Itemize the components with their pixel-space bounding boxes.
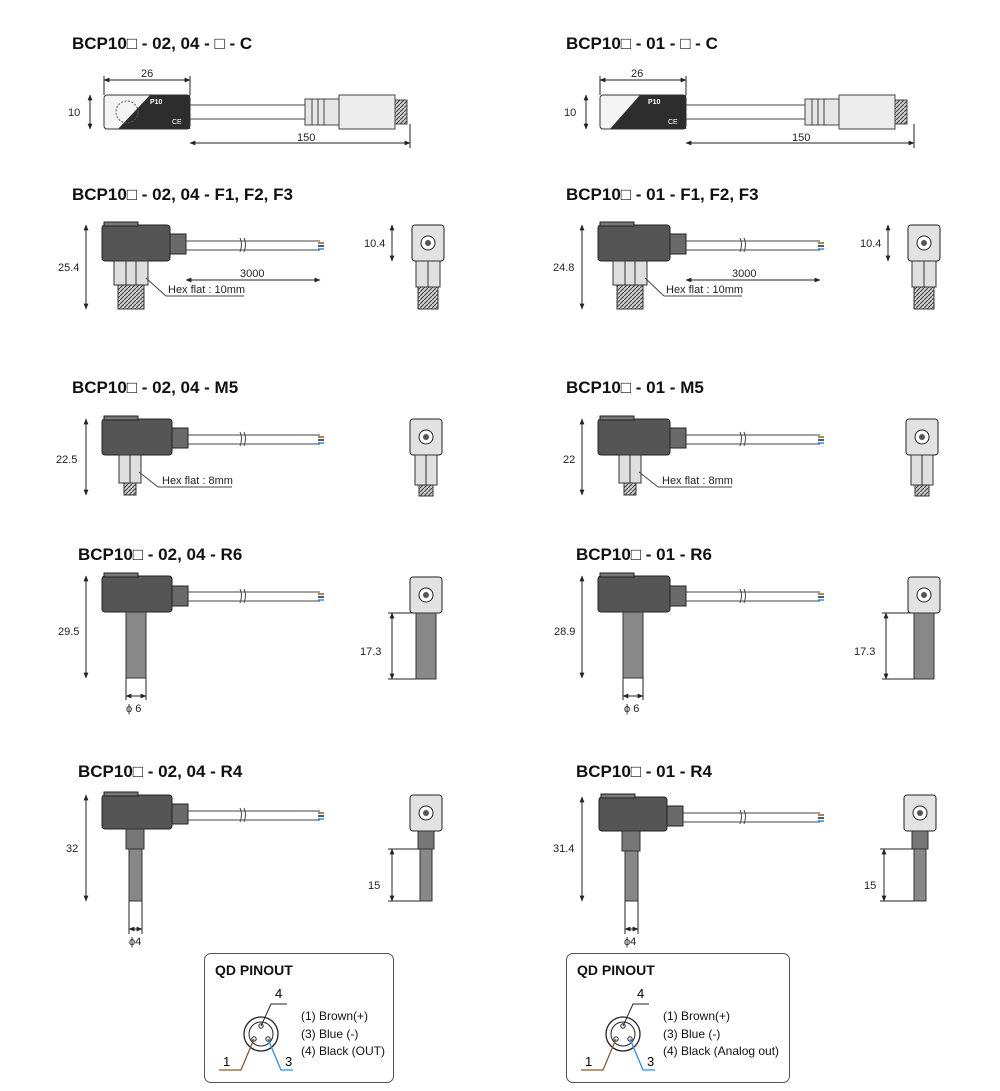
svg-text:4: 4: [637, 986, 644, 1001]
pinout-title: QD PINOUT: [215, 962, 293, 978]
svg-text:15: 15: [864, 880, 876, 892]
svg-text:3000: 3000: [240, 268, 264, 280]
drawing-right-f: 24.8 3000 Hex flat : 10mm 10.4: [553, 221, 941, 310]
pinout-box-right: QD PINOUT 4 1 3 (1) Brown(+) (3) Blue (-…: [566, 953, 790, 1083]
svg-text:10: 10: [68, 107, 80, 119]
connector-face-icon: 4 1 3: [581, 986, 655, 1071]
svg-text:22.5: 22.5: [56, 454, 77, 466]
drawing-left-c: P10 CE 26 10 150: [68, 68, 411, 148]
connector-face-icon: 4 1 3: [219, 986, 293, 1071]
svg-text:1: 1: [223, 1054, 230, 1069]
svg-text:ϕ4: ϕ4: [129, 936, 141, 948]
title-right-r4: BCP10□ - 01 - R4: [576, 762, 712, 781]
svg-text:P10: P10: [648, 99, 661, 106]
svg-text:3: 3: [285, 1054, 292, 1069]
svg-text:17.3: 17.3: [854, 646, 875, 658]
drawing-right-m5: 22 Hex flat : 8mm: [563, 415, 939, 497]
sensor-model-label: P10: [150, 99, 163, 106]
title-right-c: BCP10□ - 01 - □ - C: [566, 34, 718, 53]
svg-text:150: 150: [792, 132, 810, 144]
title-right-m5: BCP10□ - 01 - M5: [566, 378, 704, 397]
svg-text:ϕ 6: ϕ 6: [126, 703, 141, 715]
drawing-left-r4: 32 ϕ4 15: [66, 791, 443, 948]
svg-text:ϕ4: ϕ4: [624, 936, 636, 948]
drawing-left-m5: 22.5 Hex flat : 8mm: [56, 415, 443, 497]
svg-text:ϕ 6: ϕ 6: [624, 703, 639, 715]
svg-text:26: 26: [141, 68, 153, 80]
pinout-legend: (1) Brown(+) (3) Blue (-) (4) Black (Ana…: [663, 1009, 780, 1058]
title-right-f: BCP10□ - 01 - F1, F2, F3: [566, 185, 759, 204]
title-left-r4: BCP10□ - 02, 04 - R4: [78, 762, 243, 781]
drawing-left-r6: 29.5 ϕ 6 17.3: [58, 572, 443, 715]
pinout-legend: (1) Brown(+) (3) Blue (-) (4) Black (OUT…: [301, 1009, 385, 1058]
svg-text:Hex flat : 10mm: Hex flat : 10mm: [168, 284, 245, 296]
title-left-r6: BCP10□ - 02, 04 - R6: [78, 545, 243, 564]
title-left-m5: BCP10□ - 02, 04 - M5: [72, 378, 239, 397]
svg-text:22: 22: [563, 454, 575, 466]
svg-text:CE: CE: [668, 119, 678, 126]
svg-text:26: 26: [631, 68, 643, 80]
svg-text:150: 150: [297, 132, 315, 144]
svg-text:Hex flat : 10mm: Hex flat : 10mm: [666, 284, 743, 296]
svg-text:1: 1: [585, 1054, 592, 1069]
svg-text:4: 4: [275, 986, 282, 1001]
svg-text:10.4: 10.4: [860, 238, 881, 250]
svg-text:3000: 3000: [732, 268, 756, 280]
drawing-right-r4: 31.4 ϕ4 15: [553, 793, 937, 948]
svg-text:28.9: 28.9: [554, 626, 575, 638]
svg-text:10.4: 10.4: [364, 238, 385, 250]
ce-mark: CE: [172, 119, 182, 126]
svg-text:Hex flat : 8mm: Hex flat : 8mm: [162, 475, 233, 487]
svg-text:25.4: 25.4: [58, 262, 79, 274]
svg-text:32: 32: [66, 843, 78, 855]
svg-text:3: 3: [647, 1054, 654, 1069]
svg-text:29.5: 29.5: [58, 626, 79, 638]
drawing-right-c: P10 CE 26 10 150: [564, 68, 915, 148]
svg-text:24.8: 24.8: [553, 262, 574, 274]
title-left-f: BCP10□ - 02, 04 - F1, F2, F3: [72, 185, 293, 204]
drawing-left-f: 25.4 3000 Hex flat : 10mm 10.4: [58, 221, 445, 310]
title-right-r6: BCP10□ - 01 - R6: [576, 545, 712, 564]
pinout-box-left: QD PINOUT 4 1 3 (1) Brown(+) (3) Blue (-…: [204, 953, 394, 1083]
svg-text:15: 15: [368, 880, 380, 892]
svg-text:10: 10: [564, 107, 576, 119]
drawing-right-r6: 28.9 ϕ 6 17.3: [554, 572, 941, 715]
svg-text:17.3: 17.3: [360, 646, 381, 658]
svg-text:31.4: 31.4: [553, 843, 574, 855]
pinout-title: QD PINOUT: [577, 962, 655, 978]
svg-text:Hex flat : 8mm: Hex flat : 8mm: [662, 475, 733, 487]
title-left-c: BCP10□ - 02, 04 - □ - C: [72, 34, 253, 53]
